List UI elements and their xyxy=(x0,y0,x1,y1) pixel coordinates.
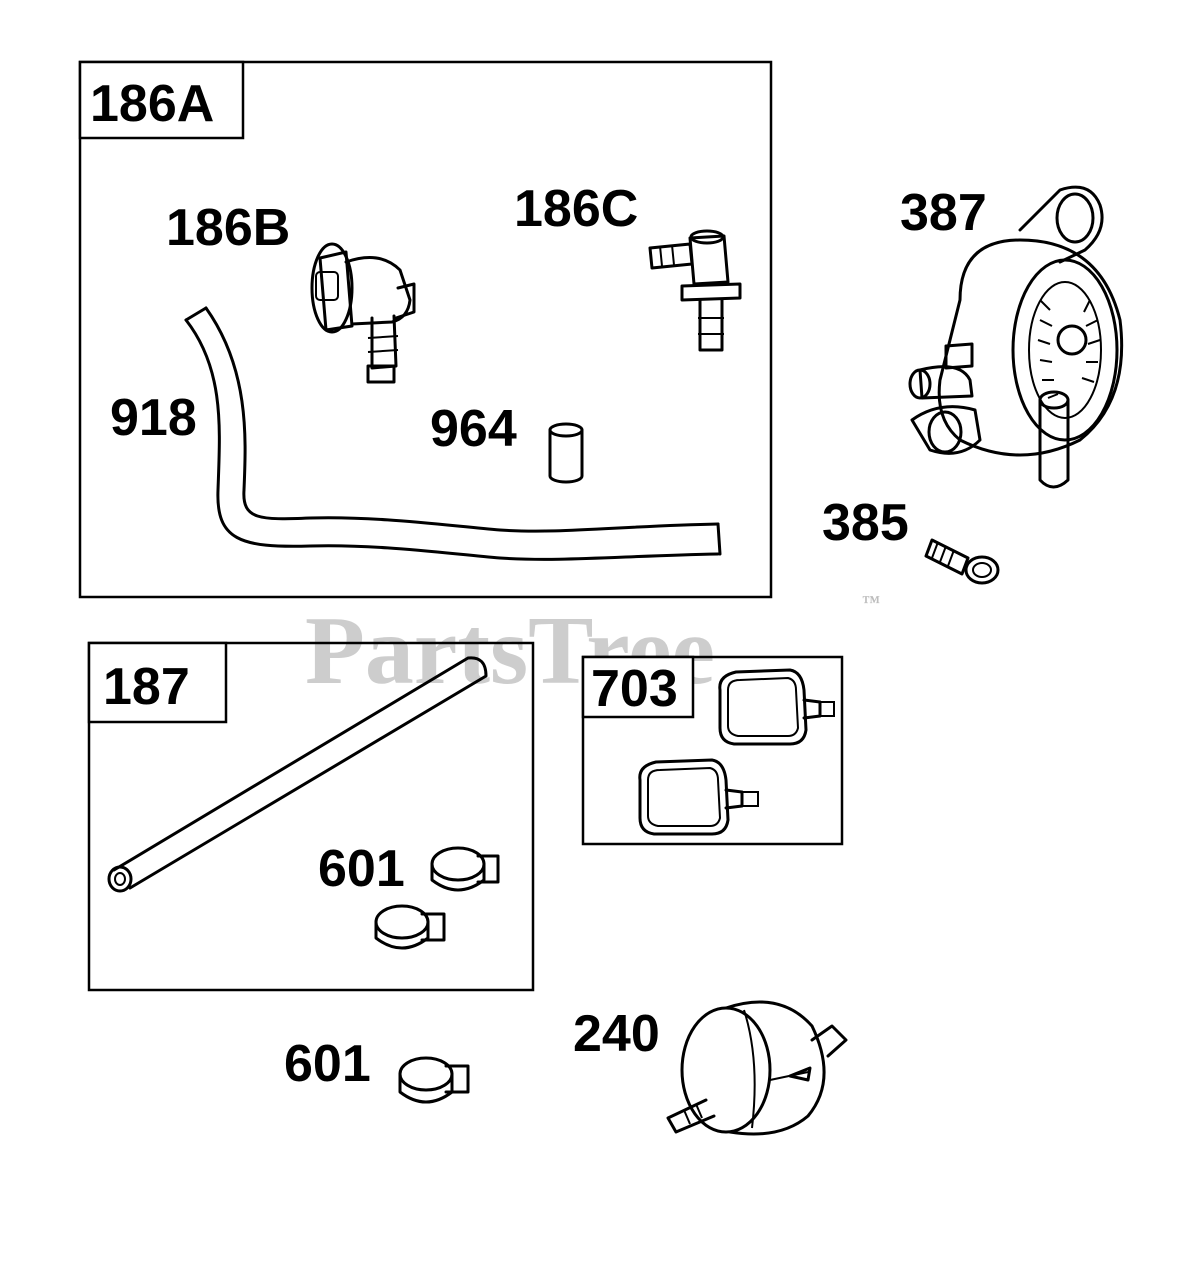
label-918: 918 xyxy=(110,389,197,447)
squeeze-clamp-703-icon xyxy=(638,758,759,836)
label-601-a: 601 xyxy=(318,840,405,898)
fuel-line-187-icon xyxy=(107,656,488,893)
box-186a: 186A xyxy=(78,60,773,599)
fuel-pump-387-icon xyxy=(908,185,1124,489)
hose-clamp-601-icon xyxy=(374,904,446,950)
label-187: 187 xyxy=(103,658,190,716)
label-601-b: 601 xyxy=(284,1035,371,1093)
screw-385-icon xyxy=(924,538,1000,585)
fuel-hose-918-icon xyxy=(184,306,722,561)
label-964: 964 xyxy=(430,400,517,458)
label-387: 387 xyxy=(900,184,987,242)
fuel-filter-240-icon xyxy=(666,1000,848,1136)
box-187: 187 xyxy=(87,641,535,992)
box-703: 703 xyxy=(581,655,844,846)
label-186b: 186B xyxy=(166,199,290,257)
watermark-tm: ™ xyxy=(862,592,880,612)
label-186a: 186A xyxy=(90,75,214,133)
hose-clamp-601-icon xyxy=(398,1056,470,1104)
fuel-tee-fitting-186c-icon xyxy=(648,229,742,352)
fuel-elbow-fitting-186b-icon xyxy=(310,242,416,384)
hose-clamp-601-icon xyxy=(430,846,500,892)
squeeze-clamp-703-icon xyxy=(718,668,835,746)
label-186c: 186C xyxy=(514,180,638,238)
label-703: 703 xyxy=(591,660,678,718)
label-240: 240 xyxy=(573,1005,660,1063)
label-385: 385 xyxy=(822,494,909,552)
hose-sleeve-964-icon xyxy=(548,422,584,484)
